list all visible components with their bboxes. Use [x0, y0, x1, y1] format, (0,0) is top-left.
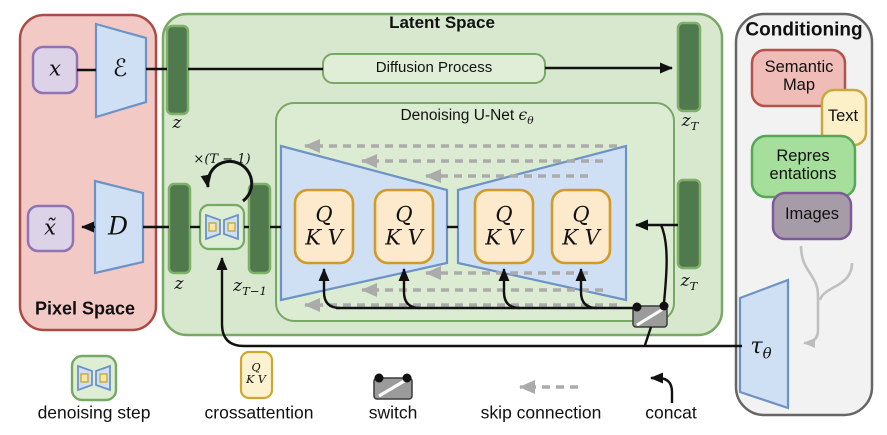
zT-top-label: zT: [681, 110, 699, 134]
pixel-space-title: Pixel Space: [34, 298, 136, 319]
flow-lines: [77, 62, 742, 403]
qkv-block-1: [293, 188, 355, 265]
tau-trapezoid: [738, 278, 790, 410]
z-top-label: z: [172, 112, 182, 133]
loop-count-label: ×(T − 1): [193, 151, 251, 167]
legend-crossattention-icon: [239, 350, 274, 400]
zTm1-label: zT−1: [233, 275, 267, 299]
zT-low-label: zT: [680, 270, 698, 294]
z-bar-low: [167, 182, 192, 275]
images-box: [771, 191, 853, 241]
x-tilde-label: x̃: [44, 215, 56, 240]
switch-dot-left: [632, 302, 642, 312]
legend-switch-icon: [373, 373, 413, 400]
concat-arrow: [650, 372, 674, 403]
tau-output-line: [216, 257, 742, 348]
zT-bar-top: [676, 21, 702, 113]
semantic-map-box: [750, 48, 847, 108]
z-bar-top: [165, 24, 190, 116]
decoder-label: D: [107, 211, 129, 241]
legend-concat-label: concat: [645, 402, 697, 423]
x-label: x: [49, 56, 61, 81]
legend-skip-label: skip connection: [480, 402, 602, 423]
switch-dot-right: [659, 301, 669, 311]
conditioning-tree: [799, 245, 854, 348]
kv-arrow-2: [398, 268, 421, 310]
loop-arc: [200, 159, 254, 203]
switch-stem: [643, 326, 653, 346]
legend-denoising-label: denoising step: [37, 402, 151, 423]
qkv-block-3: [473, 188, 535, 265]
conditioning-title: Conditioning: [745, 19, 863, 41]
kv-arrow-4: [575, 268, 598, 310]
latent-space-title: Latent Space: [389, 12, 495, 32]
encoder-label: ℰ: [112, 54, 128, 83]
text-modality-label: Text: [827, 107, 859, 126]
encoder-trapezoid: [94, 22, 148, 119]
denoising-step-box: [198, 203, 246, 251]
decoder-trapezoid: [93, 179, 145, 275]
diffusion-process-label: Diffusion Process: [375, 58, 493, 76]
tau-label: τθ: [750, 334, 772, 363]
skip-connection-arrows: [304, 139, 617, 312]
kv-arrow-1: [318, 268, 341, 310]
unet-title: Denoising U-Net ϵθ: [400, 106, 534, 128]
zTm1-bar: [247, 182, 272, 275]
images-label: Images: [784, 205, 840, 224]
legend-switch-label: switch: [368, 402, 418, 423]
legend-denoising-icon: [70, 354, 118, 402]
qkv-block-2: [373, 188, 435, 265]
zT-to-switch-branch: [659, 224, 668, 304]
kv-arrow-3: [498, 268, 521, 310]
z-low-label: z: [174, 273, 184, 294]
qkv-block-4: [550, 188, 612, 265]
x-tilde-box: [26, 204, 75, 253]
legend-crossattention-label: crossattention: [204, 402, 314, 423]
zT-bar-low: [676, 178, 702, 270]
switch-icon: [632, 305, 668, 328]
